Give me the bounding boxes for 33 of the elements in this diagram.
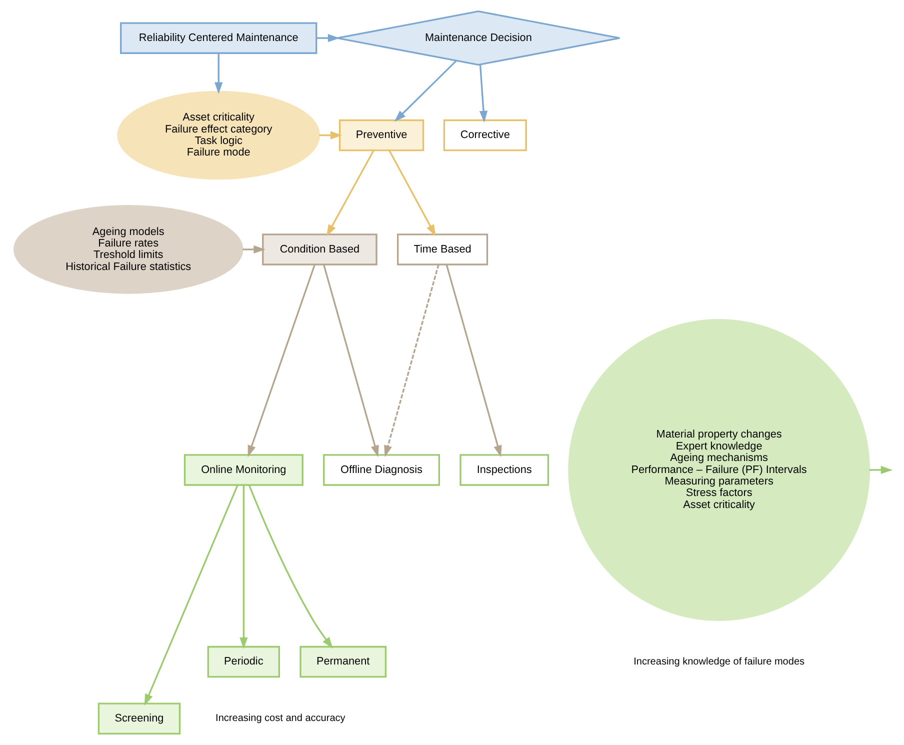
arrow <box>242 245 265 254</box>
arrow <box>318 131 342 140</box>
arrow <box>388 150 436 236</box>
node-diamond: Maintenance Decision <box>336 10 620 66</box>
node-circle: Material property changes Expert knowledge Ageing mechanisms Performance – Failure (PF) Intervals Measuring parameters Stress factors Asset criticality <box>568 318 870 621</box>
arrow <box>478 64 488 123</box>
label: Increasing knowledge of failure modes <box>633 656 804 668</box>
arrow <box>394 60 456 122</box>
node-box: Permanent <box>299 646 386 678</box>
arrow <box>322 264 378 458</box>
arrow <box>868 466 892 474</box>
node-box: Inspections <box>459 454 549 486</box>
node-box: Offline Diagnosis <box>322 454 440 486</box>
arrow <box>248 484 333 649</box>
node-box: Screening <box>97 702 180 734</box>
node-box: Online Monitoring <box>183 454 303 486</box>
arrow <box>384 264 439 458</box>
node-box: Preventive <box>338 119 424 152</box>
node-ellipse: Ageing models Failure rates Treshold limits Historical Failure statistics <box>13 205 243 294</box>
arrow <box>247 264 315 458</box>
node-box: Periodic <box>206 646 280 678</box>
node-ellipse: Asset criticality Failure effect category Task logic Failure mode <box>116 90 320 180</box>
node-box: Reliability Centered Maintenance <box>120 22 317 54</box>
node-box: Condition Based <box>262 234 377 266</box>
arrow <box>445 264 502 458</box>
arrow <box>144 484 238 706</box>
node-box: Corrective <box>442 119 526 152</box>
arrow <box>239 485 248 650</box>
arrow <box>214 53 222 94</box>
arrow <box>326 150 374 236</box>
arrow <box>316 34 340 42</box>
node-box: Time Based <box>396 234 488 266</box>
label: Increasing cost and accuracy <box>215 713 345 724</box>
